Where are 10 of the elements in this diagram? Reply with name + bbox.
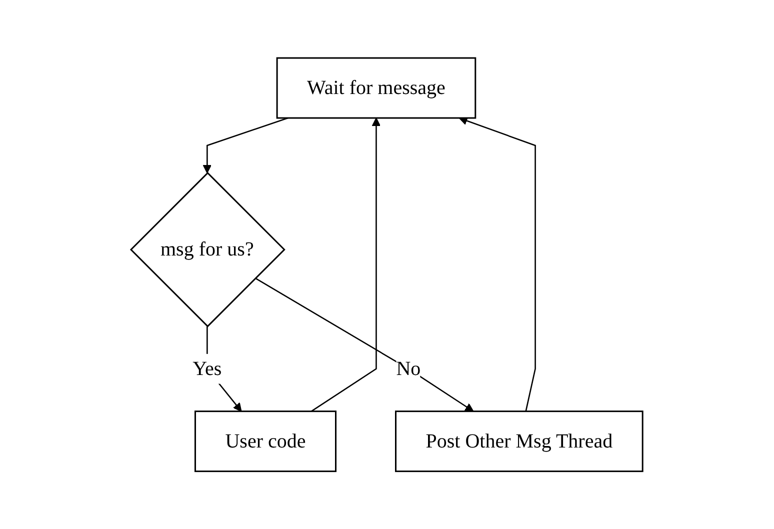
- node-box: Post Other Msg Thread: [395, 410, 644, 472]
- node-box: Wait for message: [276, 57, 476, 119]
- arrow: [311, 117, 381, 412]
- arrow: [202, 117, 288, 174]
- edge-label: Yes: [192, 358, 222, 380]
- arrow: [459, 116, 536, 412]
- edge-label: No: [396, 358, 421, 380]
- node-diamond: msg for us?: [130, 172, 286, 328]
- node-box: User code: [194, 410, 337, 472]
- arrow: [255, 277, 474, 412]
